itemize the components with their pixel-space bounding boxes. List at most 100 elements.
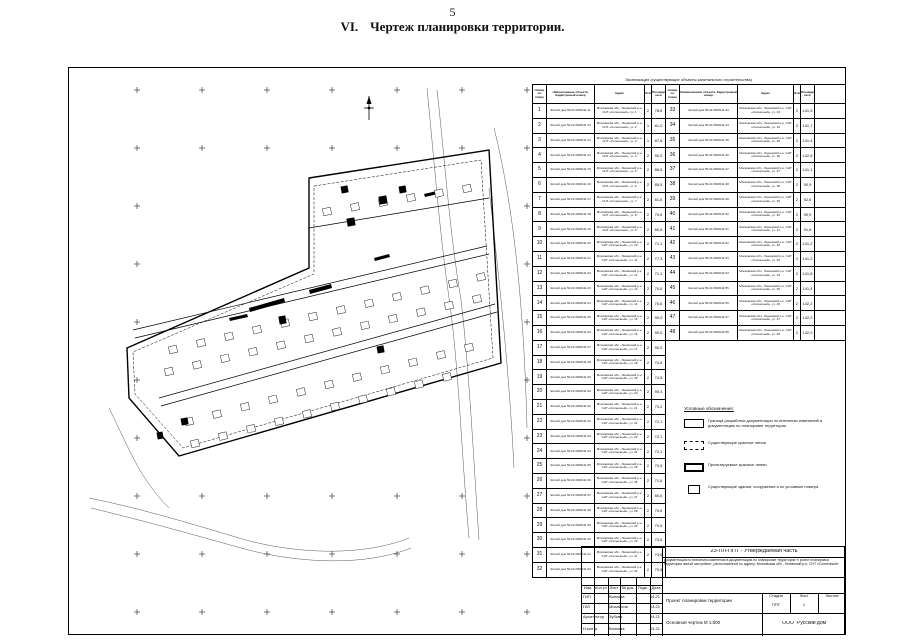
- person-2: Михайлов: [609, 605, 628, 609]
- cell-blank: [814, 176, 846, 193]
- block-lines: [132, 197, 498, 407]
- cell-name: Жилой дом 50:21:0000111:49: [679, 191, 738, 208]
- cell-addr: Московская обл., Ленинский р-н, СНТ «Сол…: [594, 176, 645, 193]
- cell-n: 36: [665, 147, 680, 164]
- cell-a: 141,4: [800, 280, 815, 297]
- cell-f: 2: [644, 324, 652, 341]
- cell-n: 25: [532, 458, 547, 474]
- cell-f: 2: [793, 176, 801, 193]
- cell-f: 2: [644, 295, 652, 312]
- cell-name: Жилой дом 50:21:0000111:16: [546, 176, 595, 193]
- stage-label: Стадия: [769, 594, 783, 598]
- cell-name: Жилой дом 50:21:0000111:36: [546, 472, 595, 489]
- cell-n: 34: [665, 117, 680, 134]
- cell-name: Жилой дом 50:21:0000111:46: [679, 147, 738, 164]
- cell-blank: [814, 162, 846, 178]
- cell-n: 38: [665, 176, 680, 193]
- cell-f: 2: [793, 162, 801, 178]
- cell-a: 141,1: [800, 162, 815, 178]
- cell-a: 142,6: [800, 147, 815, 164]
- building-footprint: [304, 333, 314, 344]
- section-number: VI.: [340, 19, 359, 34]
- building-footprint: [434, 188, 444, 198]
- header-address: Адрес: [594, 84, 645, 104]
- sheet-title: Проект планировки территории: [666, 599, 732, 603]
- cell-blank: [814, 310, 846, 326]
- cell-f: 2: [644, 398, 652, 415]
- cell-f: 2: [644, 206, 652, 223]
- header-num: Номер по плану: [532, 84, 547, 104]
- cell-addr: Московская обл., Ленинский р-н, СНТ «Сол…: [594, 472, 645, 489]
- cell-a: 70,6: [651, 502, 666, 519]
- building-footprint: [248, 347, 258, 357]
- cell-addr: Московская обл., Ленинский р-н, СНТ «Сол…: [594, 310, 645, 326]
- cell-a: 142,2: [800, 295, 815, 312]
- cell-a: 88,5: [651, 162, 666, 178]
- section-title: Чертеж планировки территории.: [370, 19, 565, 34]
- cell-a: 142,2: [800, 310, 815, 326]
- role-1: ГИП: [583, 595, 591, 599]
- cell-f: 2: [793, 280, 801, 297]
- date-2: 04.21: [650, 605, 661, 609]
- cell-name: Жилой дом 50:21:0000111:21: [546, 250, 595, 267]
- cell-addr: Московская обл., Ленинский р-н, СНТ «Сол…: [594, 502, 645, 519]
- cell-name: Жилой дом 50:21:0000111:27: [546, 339, 595, 356]
- cell-blank: [814, 147, 846, 164]
- cell-name: Жилой дом 50:21:0000111:39: [546, 517, 595, 534]
- cell-a: 90,0: [651, 339, 666, 356]
- cell-n: 13: [532, 280, 547, 297]
- cell-blank: [814, 265, 846, 282]
- building-footprint: [444, 300, 454, 311]
- table-title: Экспликация (существующие объекты капита…: [625, 77, 752, 82]
- legend-text: Проектируемые красные линии: [708, 462, 767, 467]
- cell-f: 2: [644, 458, 652, 474]
- cell-n: 23: [532, 428, 547, 445]
- col-date: Дата: [651, 586, 661, 590]
- cell-f: 2: [644, 517, 652, 534]
- cell-n: 8: [532, 206, 547, 223]
- cell-f: 2: [793, 103, 801, 119]
- cell-a: 141,8: [800, 265, 815, 282]
- cell-addr: Московская обл., Ленинский р-н, СНТ «Сол…: [737, 147, 794, 164]
- cell-n: 45: [665, 280, 680, 297]
- cell-n: 33: [665, 103, 680, 119]
- cell-f: 2: [644, 310, 652, 326]
- cell-a: 71,6: [651, 472, 666, 489]
- legend-text: Граница разработки документации по внесе…: [708, 418, 823, 428]
- cell-f: 2: [644, 472, 652, 489]
- cell-n: 20: [532, 384, 547, 400]
- legend-item-existing-red: Существующие красные линии: [684, 439, 844, 453]
- cell-name: Жилой дом 50:21:0000111:50: [679, 206, 738, 223]
- cell-a: 92,6: [800, 191, 815, 208]
- person-3: Зубова: [609, 615, 623, 619]
- col-doc: № док.: [621, 586, 635, 590]
- building-footprint: [386, 387, 396, 397]
- legend-text: Существующие здания, сооружения и их усл…: [708, 484, 819, 489]
- building-footprint: [220, 353, 230, 363]
- cell-n: 43: [665, 250, 680, 267]
- building-footprint: [414, 379, 424, 389]
- cell-a: 70,6: [651, 517, 666, 534]
- cell-a: 81,0: [651, 117, 666, 134]
- cell-n: 17: [532, 339, 547, 356]
- cell-f: 2: [793, 206, 801, 223]
- cell-name: Жилой дом 50:21:0000111:53: [679, 250, 738, 267]
- cell-name: Жилой дом 50:21:0000111:35: [546, 458, 595, 474]
- cell-n: 10: [532, 236, 547, 252]
- legend-item-boundary: Граница разработки документации по внесе…: [684, 417, 844, 431]
- cell-n: 27: [532, 487, 547, 504]
- cell-addr: Московская обл., Ленинский р-н, СНТ «Сол…: [594, 117, 645, 134]
- cell-n: 35: [665, 132, 680, 149]
- cell-blank: [814, 280, 846, 297]
- cell-n: 32: [532, 561, 547, 578]
- cell-name: Жилой дом 50:21:0000111:44: [679, 117, 738, 134]
- cell-addr: Московская обл., Ленинский р-н, СНТ «Сол…: [737, 236, 794, 252]
- legend-swatch-projected-red: [684, 463, 704, 472]
